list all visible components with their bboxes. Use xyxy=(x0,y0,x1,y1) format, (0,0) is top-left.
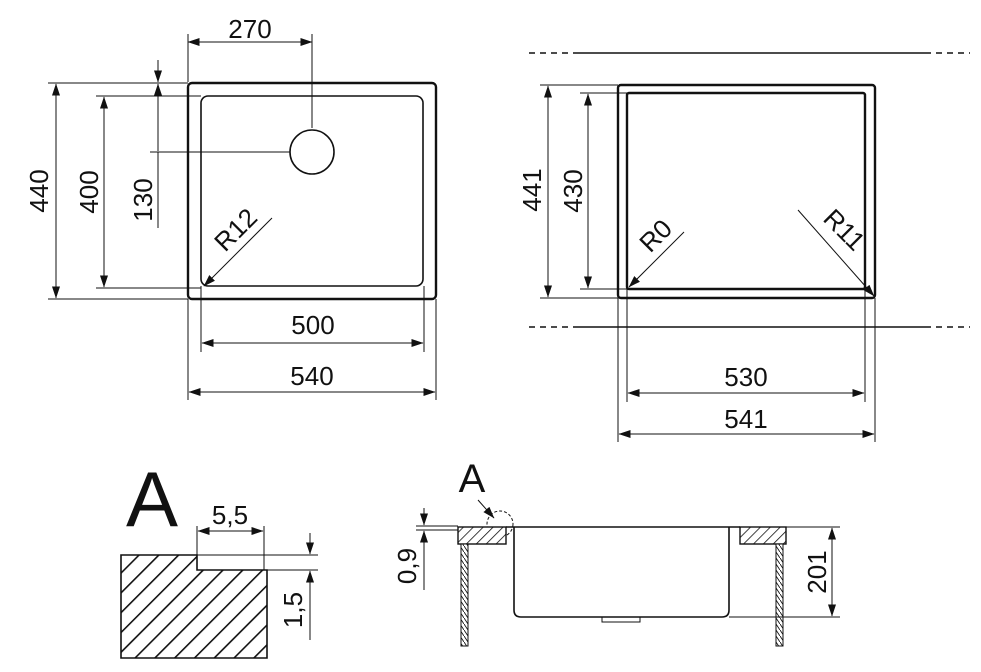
counter-right xyxy=(739,526,787,545)
dim-detail-width: 5,5 xyxy=(212,500,248,530)
label-corner-radius: R12 xyxy=(208,202,263,257)
detail-a-label: A xyxy=(126,455,178,543)
drain-outlet xyxy=(601,616,641,623)
top-left-view: 270 440 400 130 R12 500 540 xyxy=(24,14,438,400)
top-right-view: 441 430 R0 R11 530 541 xyxy=(517,52,970,442)
drain-hole xyxy=(289,129,335,175)
detail-a: A 5,5 1,5 xyxy=(120,455,318,659)
dim-inner-depth: 400 xyxy=(74,170,104,213)
dim-right-inner-depth: 430 xyxy=(558,169,588,212)
right-outer-rim xyxy=(616,83,877,300)
dim-outer-width: 540 xyxy=(290,361,333,391)
label-radius-right: R11 xyxy=(818,203,872,257)
label-radius-left: R0 xyxy=(633,213,678,258)
dim-right-inner-width: 530 xyxy=(724,362,767,392)
dim-lip: 0,9 xyxy=(392,548,422,584)
dim-detail-height: 1,5 xyxy=(278,592,308,628)
dim-right-outer-depth: 441 xyxy=(517,168,547,211)
sink-bowl-profile xyxy=(513,527,730,618)
dim-depth: 201 xyxy=(802,550,832,593)
dim-hole-offset: 270 xyxy=(228,14,271,44)
counter-left xyxy=(457,526,507,545)
section-detail-marker: A xyxy=(459,457,486,501)
dim-hole-depth: 130 xyxy=(128,178,158,221)
cabinet-wall-right xyxy=(775,543,784,647)
section-view: A 0,9 201 xyxy=(392,457,840,647)
right-inner-bowl xyxy=(625,91,867,291)
detail-a-section xyxy=(120,554,268,659)
dim-outer-depth: 440 xyxy=(24,169,54,212)
cabinet-wall-left xyxy=(460,543,469,647)
dim-right-outer-width: 541 xyxy=(724,404,767,434)
dim-inner-width: 500 xyxy=(291,310,334,340)
